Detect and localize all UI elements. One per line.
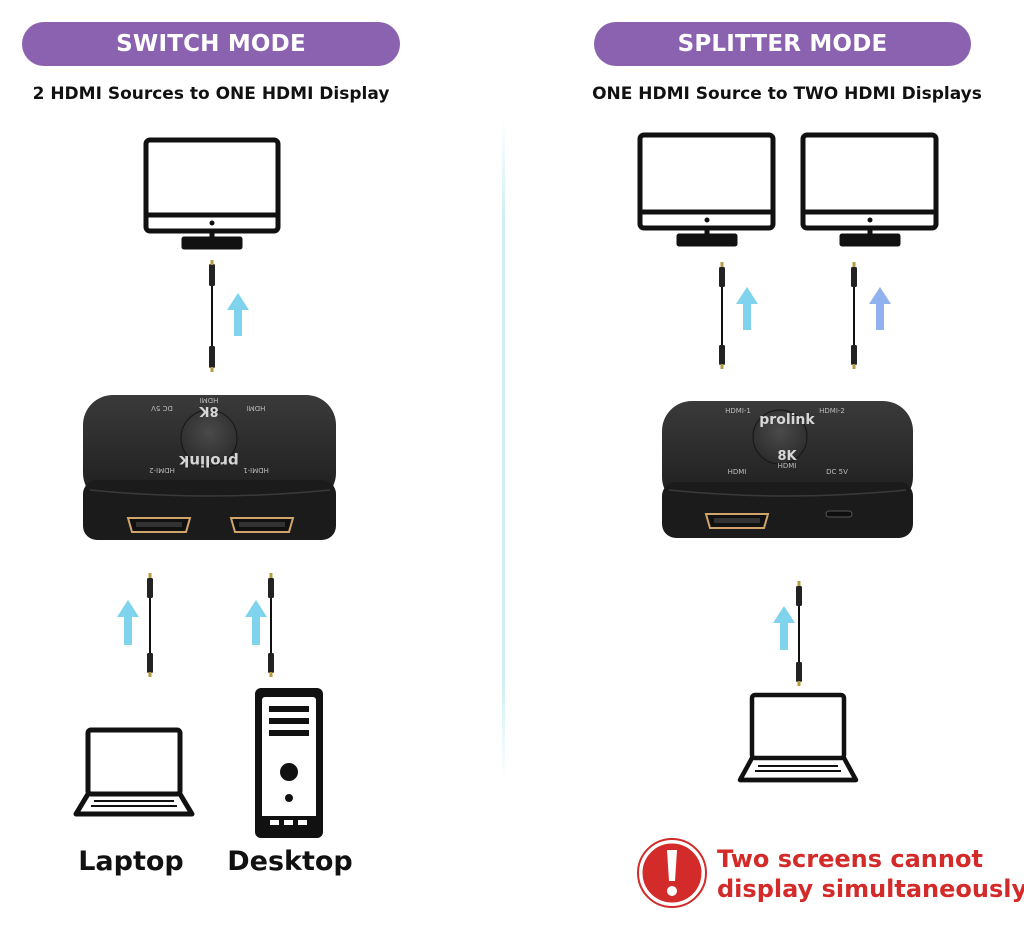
warning-text-line2: display simultaneously [717, 875, 1024, 903]
up-arrow-icon [117, 600, 139, 645]
splitter-port-bottom-right: DC 5V [826, 468, 848, 476]
desktop-tower-icon [255, 688, 323, 838]
switch-port-bottom-right: HDMI-1 [243, 466, 269, 474]
hdmi-cable-icon [268, 573, 274, 677]
switch-mode-title: SWITCH MODE [116, 31, 306, 57]
hdmi-cable-icon [209, 260, 215, 372]
center-divider [502, 120, 505, 780]
monitor-icon [800, 132, 939, 247]
switch-port-top-left: DC 5V [151, 404, 173, 412]
hdmi-port-1 [229, 517, 295, 533]
hdmi-port [704, 513, 770, 529]
splitter-brand: prolink [759, 412, 815, 428]
monitor-power-dot [209, 220, 215, 226]
hdmi-port-2 [126, 517, 192, 533]
switch-badge-sub: HDMI [200, 396, 219, 404]
up-arrow-icon [736, 287, 758, 330]
switch-badge: 8K [199, 403, 219, 418]
switch-mode-pill: SWITCH MODE [22, 22, 400, 66]
hdmi-cable-icon [147, 573, 153, 677]
up-arrow-icon [869, 287, 891, 330]
prolink-switch-device [83, 395, 336, 540]
laptop-icon [73, 727, 195, 817]
prolink-splitter-device [662, 401, 913, 538]
hdmi-cable-icon [851, 262, 857, 369]
up-arrow-icon [245, 600, 267, 645]
laptop-icon [737, 692, 859, 783]
warning-text-line1: Two screens cannot [717, 845, 983, 873]
desktop-label: Desktop [227, 846, 353, 877]
splitter-port-bottom-left: HDMI [728, 468, 747, 476]
dc-5v-port [825, 510, 853, 518]
splitter-badge: 8K [777, 449, 797, 464]
switch-brand: prolink [178, 452, 238, 470]
hdmi-cable-icon [719, 262, 725, 369]
monitor-icon [143, 137, 281, 250]
exclamation-icon [637, 838, 707, 908]
switch-mode-subtitle: 2 HDMI Sources to ONE HDMI Display [32, 84, 390, 104]
switch-port-bottom-left: HDMI-2 [149, 466, 175, 474]
up-arrow-icon [227, 293, 249, 336]
up-arrow-icon [773, 606, 795, 650]
splitter-badge-sub: HDMI [778, 462, 797, 470]
splitter-port-top-right: HDMI-2 [819, 407, 845, 415]
laptop-label: Laptop [78, 846, 184, 877]
switch-port-top-right: HDMI [247, 404, 266, 412]
splitter-mode-pill: SPLITTER MODE [594, 22, 971, 66]
splitter-mode-title: SPLITTER MODE [677, 31, 888, 57]
monitor-icon [637, 132, 776, 247]
hdmi-cable-icon [796, 581, 802, 686]
device-button [180, 409, 238, 467]
splitter-port-top-left: HDMI-1 [725, 407, 751, 415]
device-button [752, 409, 808, 465]
laptop-keyboard [91, 800, 177, 807]
splitter-mode-subtitle: ONE HDMI Source to TWO HDMI Displays [592, 84, 982, 104]
